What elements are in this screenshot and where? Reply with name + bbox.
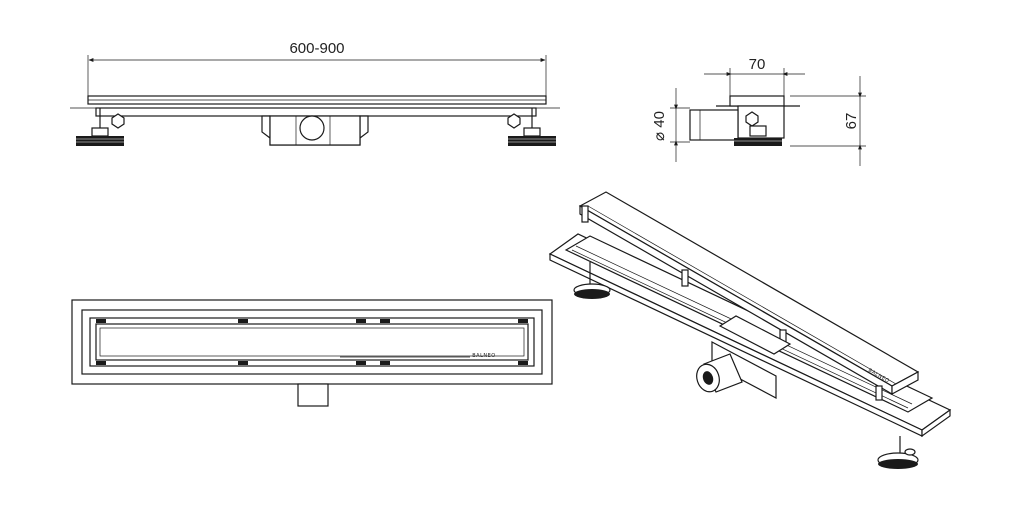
dim-label-length: 600-900	[289, 40, 344, 57]
side-outlet-pipe	[689, 109, 739, 141]
iso-foot-right	[877, 436, 919, 469]
outlet-pipe-circle	[299, 115, 325, 141]
front-elevation-view: 600-900	[70, 40, 560, 146]
dim-label-outlet-diameter: ⌀ 40	[651, 111, 668, 141]
adjustable-foot-left	[76, 108, 125, 146]
side-foot-base	[734, 138, 782, 146]
side-cover	[729, 95, 785, 107]
drain-channel-body	[95, 107, 537, 117]
dim-label-height: 67	[843, 113, 860, 130]
adjustable-foot-right	[507, 108, 556, 146]
dim-label-width: 70	[749, 56, 766, 73]
plan-outlet	[297, 383, 329, 407]
side-section-view: 70 67 ⌀ 40	[651, 56, 866, 166]
plan-cover-grate	[95, 323, 529, 361]
isometric-view: BALNEO	[548, 191, 952, 469]
plan-view: BALNEO	[71, 299, 553, 407]
iso-foot-left	[573, 262, 611, 299]
brand-label-plan: BALNEO	[472, 353, 495, 359]
